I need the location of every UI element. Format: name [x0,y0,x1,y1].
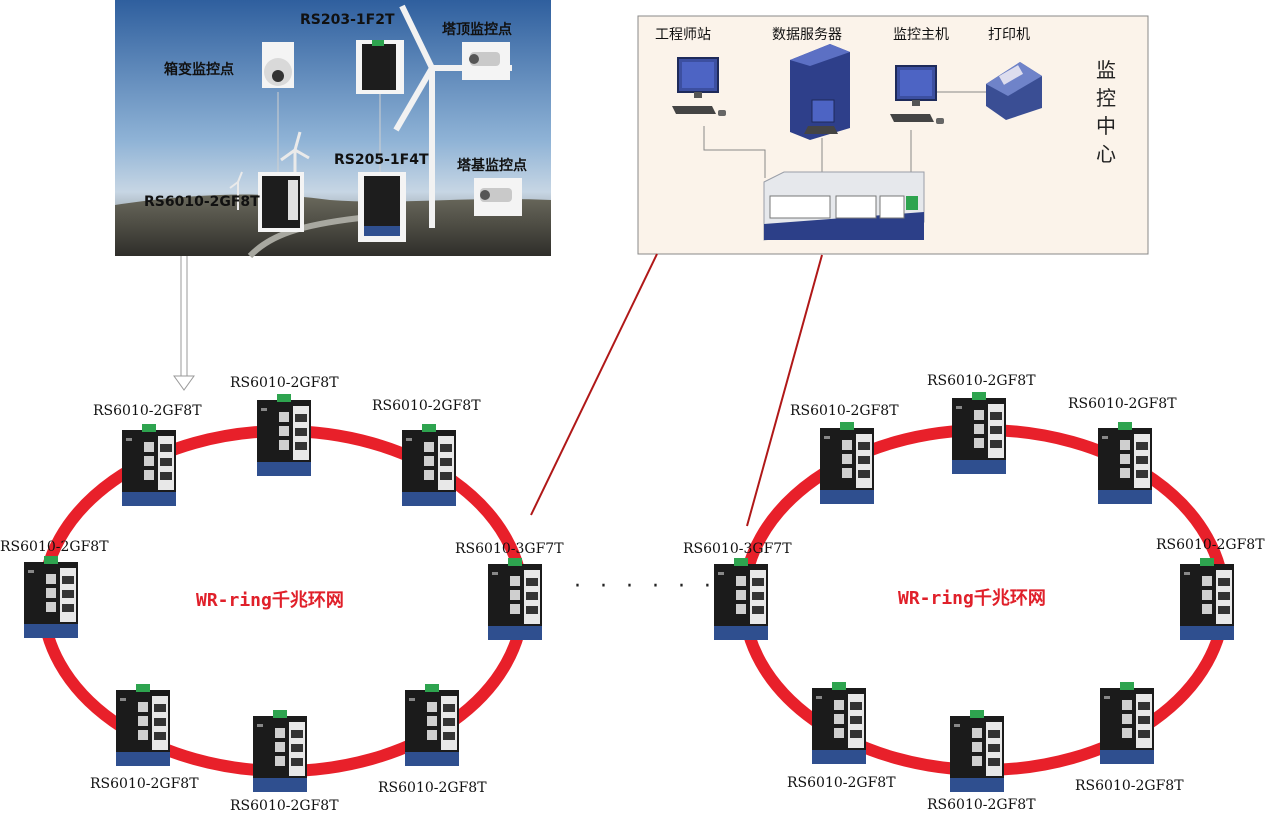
switch-rs6010-icon [258,172,304,232]
core-switch-icon [763,171,925,241]
tower-top-camera-label: 塔顶监控点 [442,22,512,38]
switch-icon [257,394,311,476]
switch-icon [950,710,1004,792]
ring-right-title: WR-ring千兆环网 [898,588,1046,609]
switch-icon [812,682,866,764]
data-server-icon [790,44,850,140]
ring-left-node-label: RS6010-2GF8T [230,798,339,814]
ring-right-node-label: RS6010-2GF8T [1075,778,1184,794]
switch-rs205-icon [358,172,406,242]
switch-icon [714,558,768,640]
switch-icon [820,422,874,504]
ring-left-node-label: RS6010-2GF8T [93,403,202,419]
switch-icon [1180,558,1234,640]
control-center-title: 监控中心 [1096,58,1116,166]
switch-icon [1100,682,1154,764]
ring-left-node-label: RS6010-2GF8T [372,398,481,414]
ring-right-node-label: RS6010-2GF8T [787,775,896,791]
switch-icon [116,684,170,766]
switch-icon [488,558,542,640]
ring-left-node-label: RS6010-3GF7T [455,541,564,557]
printer-icon [986,62,1042,120]
tower-base-camera-label: 塔基监控点 [457,158,527,174]
ring-right-node-label: RS6010-2GF8T [790,403,899,419]
ring-left-node-label: RS6010-2GF8T [90,776,199,792]
switch-icon [253,710,307,792]
printer-label: 打印机 [988,27,1030,43]
downlink-arrow [173,256,195,391]
ring-left-node-label: RS6010-2GF8T [0,539,109,555]
more-rings-ellipsis: · · · · · · [574,574,717,599]
ring-right-node-label: RS6010-2GF8T [927,797,1036,813]
ring-left-title: WR-ring千兆环网 [196,590,344,611]
switch-icon [952,392,1006,474]
wind-turbine-icon [229,171,243,210]
site-photo [115,0,551,259]
box-transformer-camera-label: 箱变监控点 [164,62,234,78]
bullet-camera-icon [462,42,510,80]
switch-rs203-icon [356,40,404,94]
data-server-label: 数据服务器 [772,27,842,43]
bullet-camera-icon [474,178,522,216]
ring-right-node-label: RS6010-2GF8T [927,373,1036,389]
uplink-lines [530,253,823,527]
switch-icon [405,684,459,766]
switch-icon [122,424,176,506]
rs205-label: RS205-1F4T [334,152,429,168]
switch-icon [24,556,78,638]
ring-left-node-label: RS6010-2GF8T [230,375,339,391]
rs6010-photo-label: RS6010-2GF8T [144,194,260,210]
ring-right-node-label: RS6010-3GF7T [683,541,792,557]
monitor-host-label: 监控主机 [893,27,949,43]
switch-icon [1098,422,1152,504]
rs203-label: RS203-1F2T [300,12,395,28]
engineer-station-label: 工程师站 [655,27,711,43]
switch-icon [402,424,456,506]
dome-camera-icon [262,42,294,88]
ring-right-node-label: RS6010-2GF8T [1068,396,1177,412]
ring-right-node-label: RS6010-2GF8T [1156,537,1265,553]
ring-left-node-label: RS6010-2GF8T [378,780,487,796]
